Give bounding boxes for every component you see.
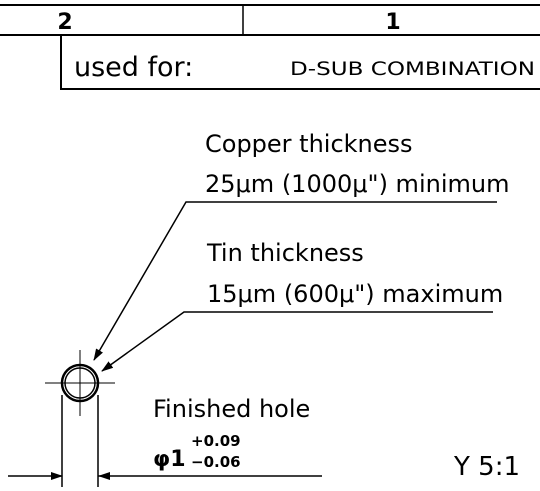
dimension-arrow-right [98, 472, 110, 480]
tin-line1: Tin thickness [206, 239, 364, 267]
copper-line1: Copper thickness [205, 130, 413, 158]
title-block: 2 1 used for: D-SUB COMBINATION [0, 4, 540, 90]
tin-callout: Tin thickness 15μm (600μ") maximum [101, 239, 503, 372]
hole-diameter: φ1 [153, 447, 186, 472]
hole-dimension: Finished hole φ1 +0.09 −0.06 [8, 395, 322, 480]
title-col-1: 1 [385, 10, 400, 35]
finished-hole-label: Finished hole [153, 395, 310, 423]
copper-leader-line [93, 201, 497, 361]
tolerance-upper: +0.09 [191, 432, 241, 450]
title-col-2: 2 [57, 10, 72, 35]
scale-label: Y 5:1 [453, 452, 520, 482]
tolerance-lower: −0.06 [191, 453, 241, 471]
tin-leader-line [101, 311, 493, 372]
copper-callout: Copper thickness 25μm (1000μ") minimum [93, 130, 509, 361]
used-for-value: D-SUB COMBINATION [290, 58, 535, 80]
tin-line2: 15μm (600μ") maximum [207, 280, 503, 308]
copper-line2: 25μm (1000μ") minimum [205, 170, 509, 198]
hole-symbol [45, 350, 115, 487]
used-for-label: used for: [74, 52, 193, 83]
